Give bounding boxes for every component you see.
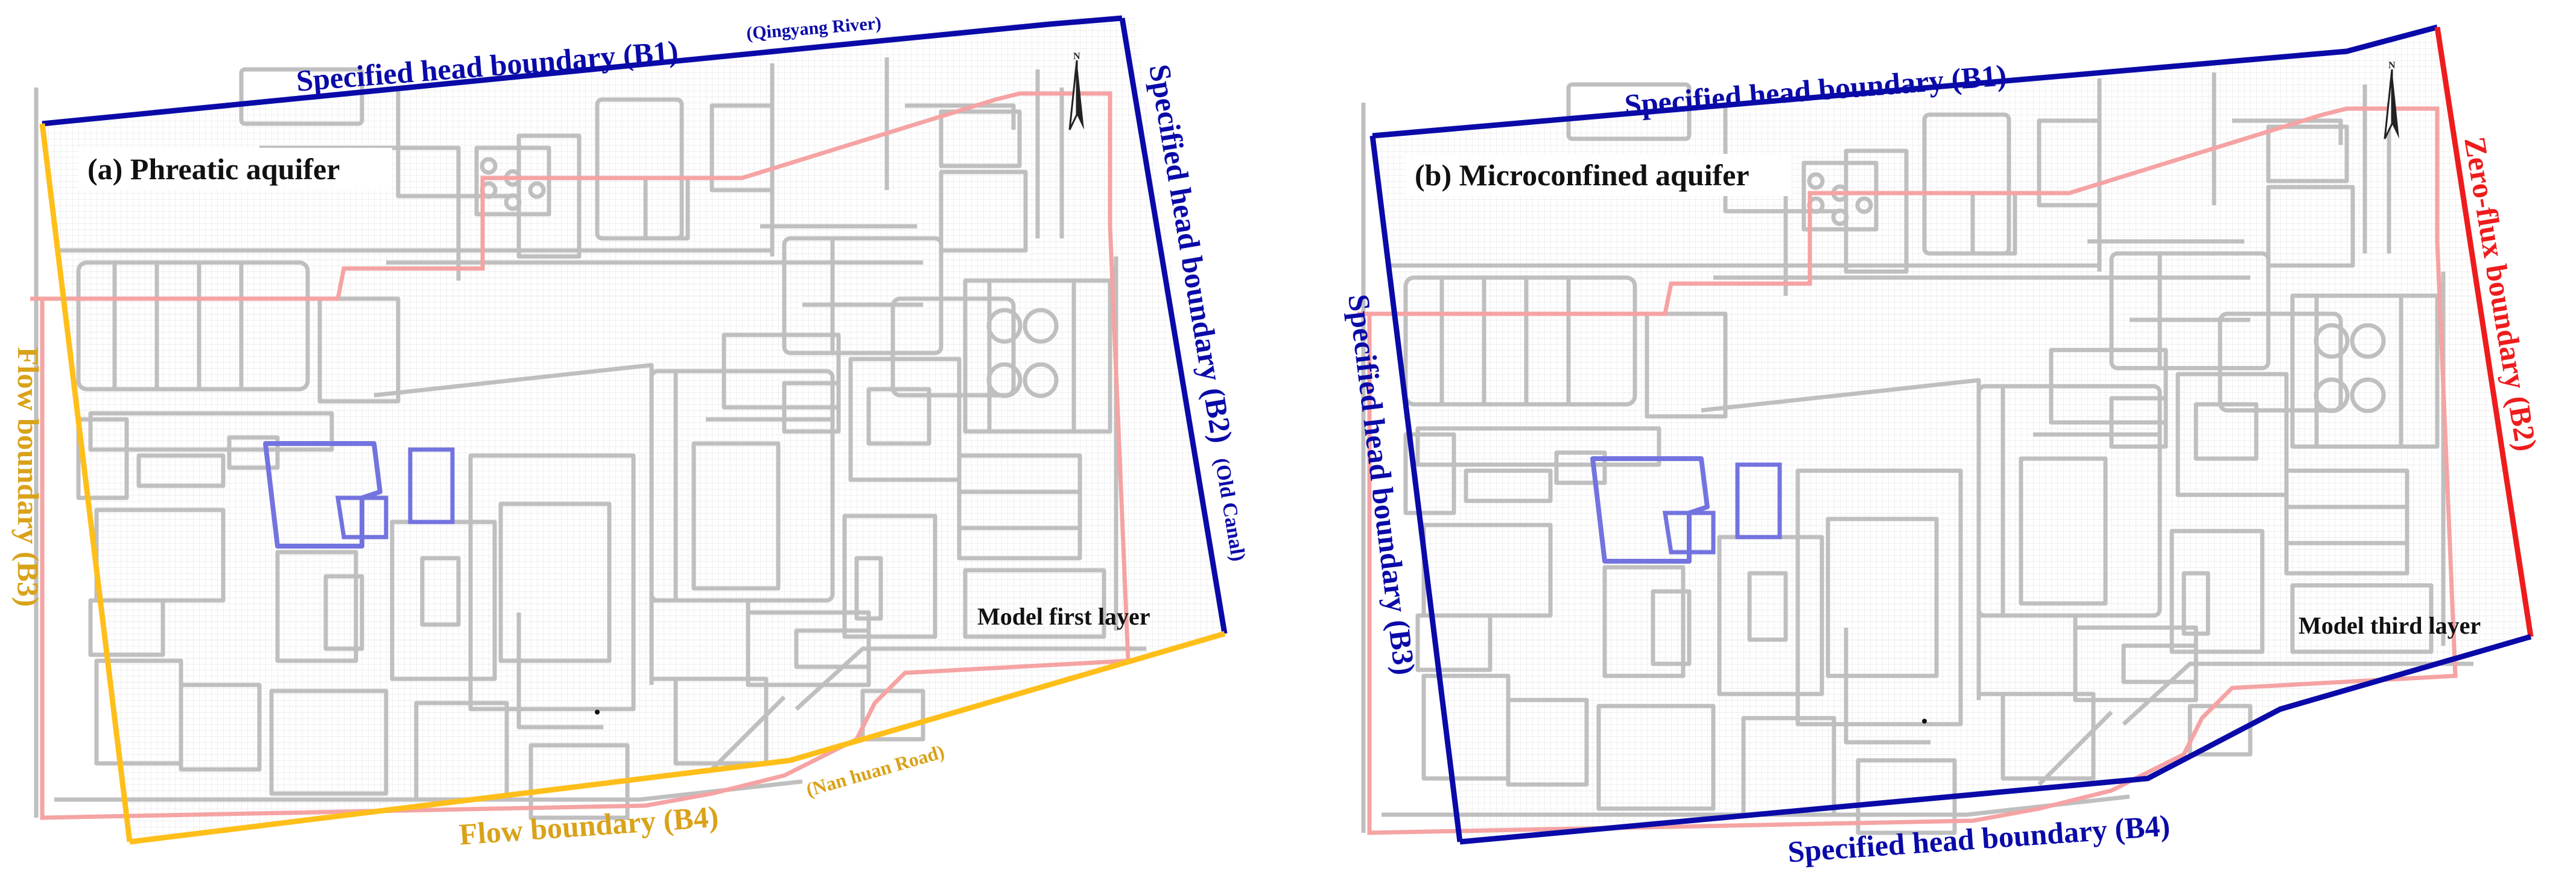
- panel-a: N (a) Phreatic aquifer Specified head bo…: [11, 13, 1249, 851]
- svg-text:N: N: [1073, 51, 1080, 62]
- panel-a-boundary-b2: [1119, 18, 1228, 634]
- panel-a-boundary-b4: [129, 631, 1226, 845]
- panel-b-layer-label: Model third layer: [2298, 612, 2481, 639]
- north-arrow-icon: N: [2384, 60, 2399, 139]
- panel-b-marker: [1922, 719, 1927, 724]
- panel-b-boundary-b1: [1372, 24, 2438, 139]
- panel-b-boundary-b4: [1459, 634, 2532, 845]
- panel-b-boundary-b3: [1369, 135, 1463, 842]
- panel-a-boundary-b3: [39, 123, 133, 842]
- north-arrow-icon: N: [1068, 51, 1084, 130]
- panel-b-boundary-b2: [2434, 27, 2534, 637]
- panel-a-b2-note: (Old Canal): [1210, 456, 1249, 563]
- panel-b-model-domain: [1372, 27, 2531, 842]
- panel-a-boundary-b1: [42, 15, 1123, 127]
- panel-a-marker: [595, 710, 600, 715]
- panel-a-b3-label: Flow boundary (B3): [11, 347, 45, 607]
- panel-b-b4-label: Specified head boundary (B4): [1787, 808, 2171, 868]
- svg-text:N: N: [2388, 60, 2396, 71]
- panel-a-title: (a) Phreatic aquifer: [87, 152, 340, 186]
- panel-b: N (b) Microconfined aquifer Specified he…: [1342, 24, 2543, 869]
- panel-b-title: (b) Microconfined aquifer: [1415, 158, 1750, 192]
- panel-a-layer-label: Model first layer: [977, 603, 1150, 630]
